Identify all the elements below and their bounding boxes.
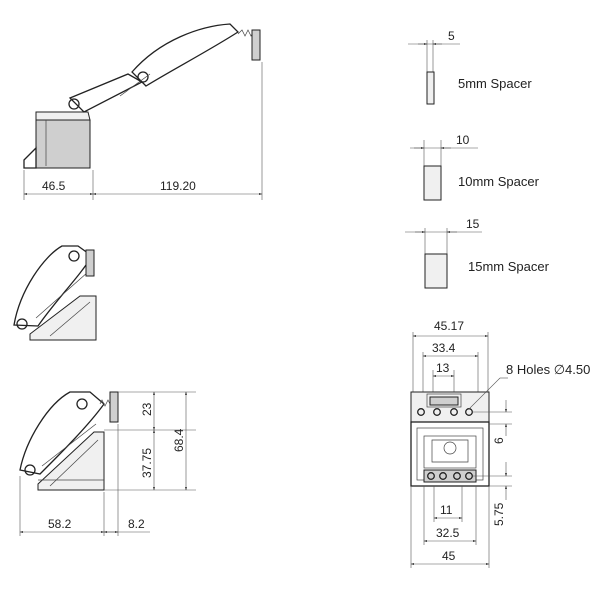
spacer-5-dim: 5 — [448, 29, 455, 43]
spacer-15mm: 15 15mm Spacer — [405, 217, 550, 289]
spacer-5-label: 5mm Spacer — [458, 76, 532, 91]
dim-45: 45 — [442, 549, 456, 563]
dim-32-5: 32.5 — [436, 526, 460, 540]
dim-13: 13 — [436, 361, 450, 375]
dim-68-4: 68.4 — [172, 428, 186, 452]
holes-label: 8 Holes ∅4.50 — [506, 362, 590, 377]
dim-37-75: 37.75 — [140, 448, 154, 478]
dim-11: 11 — [440, 503, 453, 517]
spacer-15-dim: 15 — [466, 217, 480, 231]
dim-23: 23 — [140, 402, 154, 416]
latch-closed-view — [13, 245, 97, 341]
dim-6: 6 — [492, 437, 506, 444]
dim-46-5: 46.5 — [42, 179, 66, 193]
latch-side-view: 23 37.75 68.4 58.2 8.2 — [19, 391, 196, 536]
spacer-5mm: 5 5mm Spacer — [408, 29, 532, 105]
latch-open-view: 46.5 119.20 — [23, 23, 263, 200]
dim-58-2: 58.2 — [48, 517, 72, 531]
spacer-15-label: 15mm Spacer — [468, 259, 550, 274]
spacer-10-label: 10mm Spacer — [458, 174, 540, 189]
latch-front-view: 45.17 33.4 13 8 Holes ∅4.50 — [410, 319, 590, 568]
dim-45-17: 45.17 — [434, 319, 464, 333]
dim-33-4: 33.4 — [432, 341, 456, 355]
dim-8-2: 8.2 — [128, 517, 145, 531]
dim-5-75: 5.75 — [492, 502, 506, 526]
spacer-10-dim: 10 — [456, 133, 470, 147]
dim-119-20: 119.20 — [160, 179, 196, 193]
spacer-10mm: 10 10mm Spacer — [410, 133, 540, 201]
